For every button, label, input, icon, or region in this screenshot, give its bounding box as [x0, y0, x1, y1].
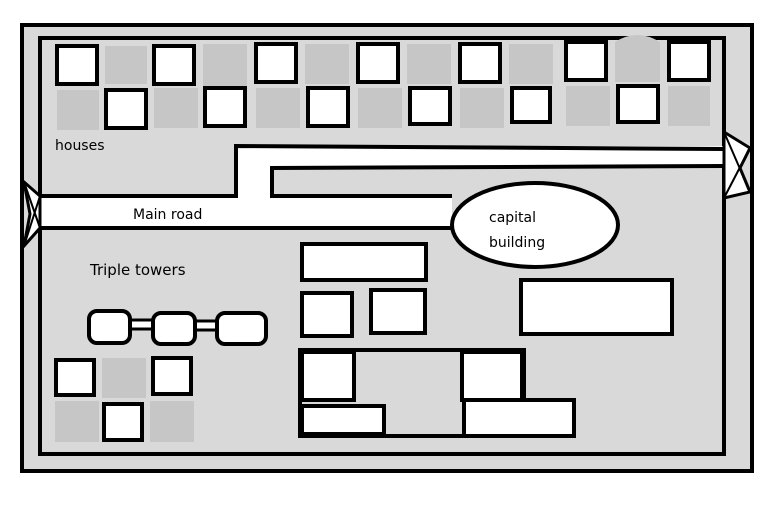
label-main-road: Main road: [133, 207, 202, 223]
house: [306, 86, 350, 128]
main-road-edge-top: [40, 143, 725, 198]
house: [104, 88, 148, 130]
building: [519, 278, 674, 336]
tower-connector: [192, 319, 220, 332]
house: [460, 88, 504, 128]
label-capital-line1: capital: [489, 210, 536, 226]
house: [616, 84, 660, 124]
east-gate-cross: [723, 131, 751, 199]
label-houses: houses: [55, 138, 105, 154]
house: [668, 86, 710, 126]
building: [462, 398, 576, 438]
house: [102, 402, 144, 442]
houses-block-top: [55, 35, 711, 130]
label-triple-towers: Triple towers: [89, 261, 186, 279]
west-gate-cross: [23, 181, 41, 247]
house: [458, 42, 502, 84]
house: [151, 356, 193, 396]
tower: [151, 311, 197, 346]
house: [510, 86, 552, 124]
main-road: [40, 143, 725, 230]
house: [305, 44, 349, 84]
building: [300, 350, 356, 402]
main-road-surface: [40, 146, 724, 228]
building: [300, 404, 386, 436]
house: [102, 358, 146, 398]
tower: [87, 309, 132, 345]
west-gate-icon: [21, 178, 42, 252]
house: [150, 401, 194, 442]
house: [615, 35, 660, 82]
house: [152, 44, 196, 86]
house: [54, 358, 96, 397]
house: [566, 86, 610, 126]
house: [254, 42, 298, 84]
town-boundary: [38, 36, 726, 456]
building: [300, 291, 354, 338]
house: [203, 44, 247, 86]
house: [57, 90, 99, 130]
house: [667, 40, 711, 82]
triple-towers: [87, 309, 268, 346]
house: [509, 44, 553, 84]
house: [408, 86, 452, 126]
house: [154, 88, 198, 128]
building: [300, 242, 428, 282]
building: [460, 350, 524, 402]
house: [356, 42, 400, 84]
house: [55, 401, 99, 442]
house: [358, 88, 402, 128]
house: [105, 46, 147, 84]
main-road-edge-inner: [270, 164, 725, 198]
capital-building: [450, 181, 620, 269]
house: [203, 86, 247, 128]
house: [256, 88, 300, 128]
house: [407, 44, 451, 84]
label-capital-line2: building: [489, 235, 545, 251]
building: [369, 288, 427, 335]
house: [55, 44, 99, 86]
building-compound: [298, 348, 576, 438]
house: [564, 40, 608, 82]
central-buildings: [300, 242, 674, 338]
houses-block-bottom: [54, 356, 194, 442]
tower: [215, 311, 268, 346]
